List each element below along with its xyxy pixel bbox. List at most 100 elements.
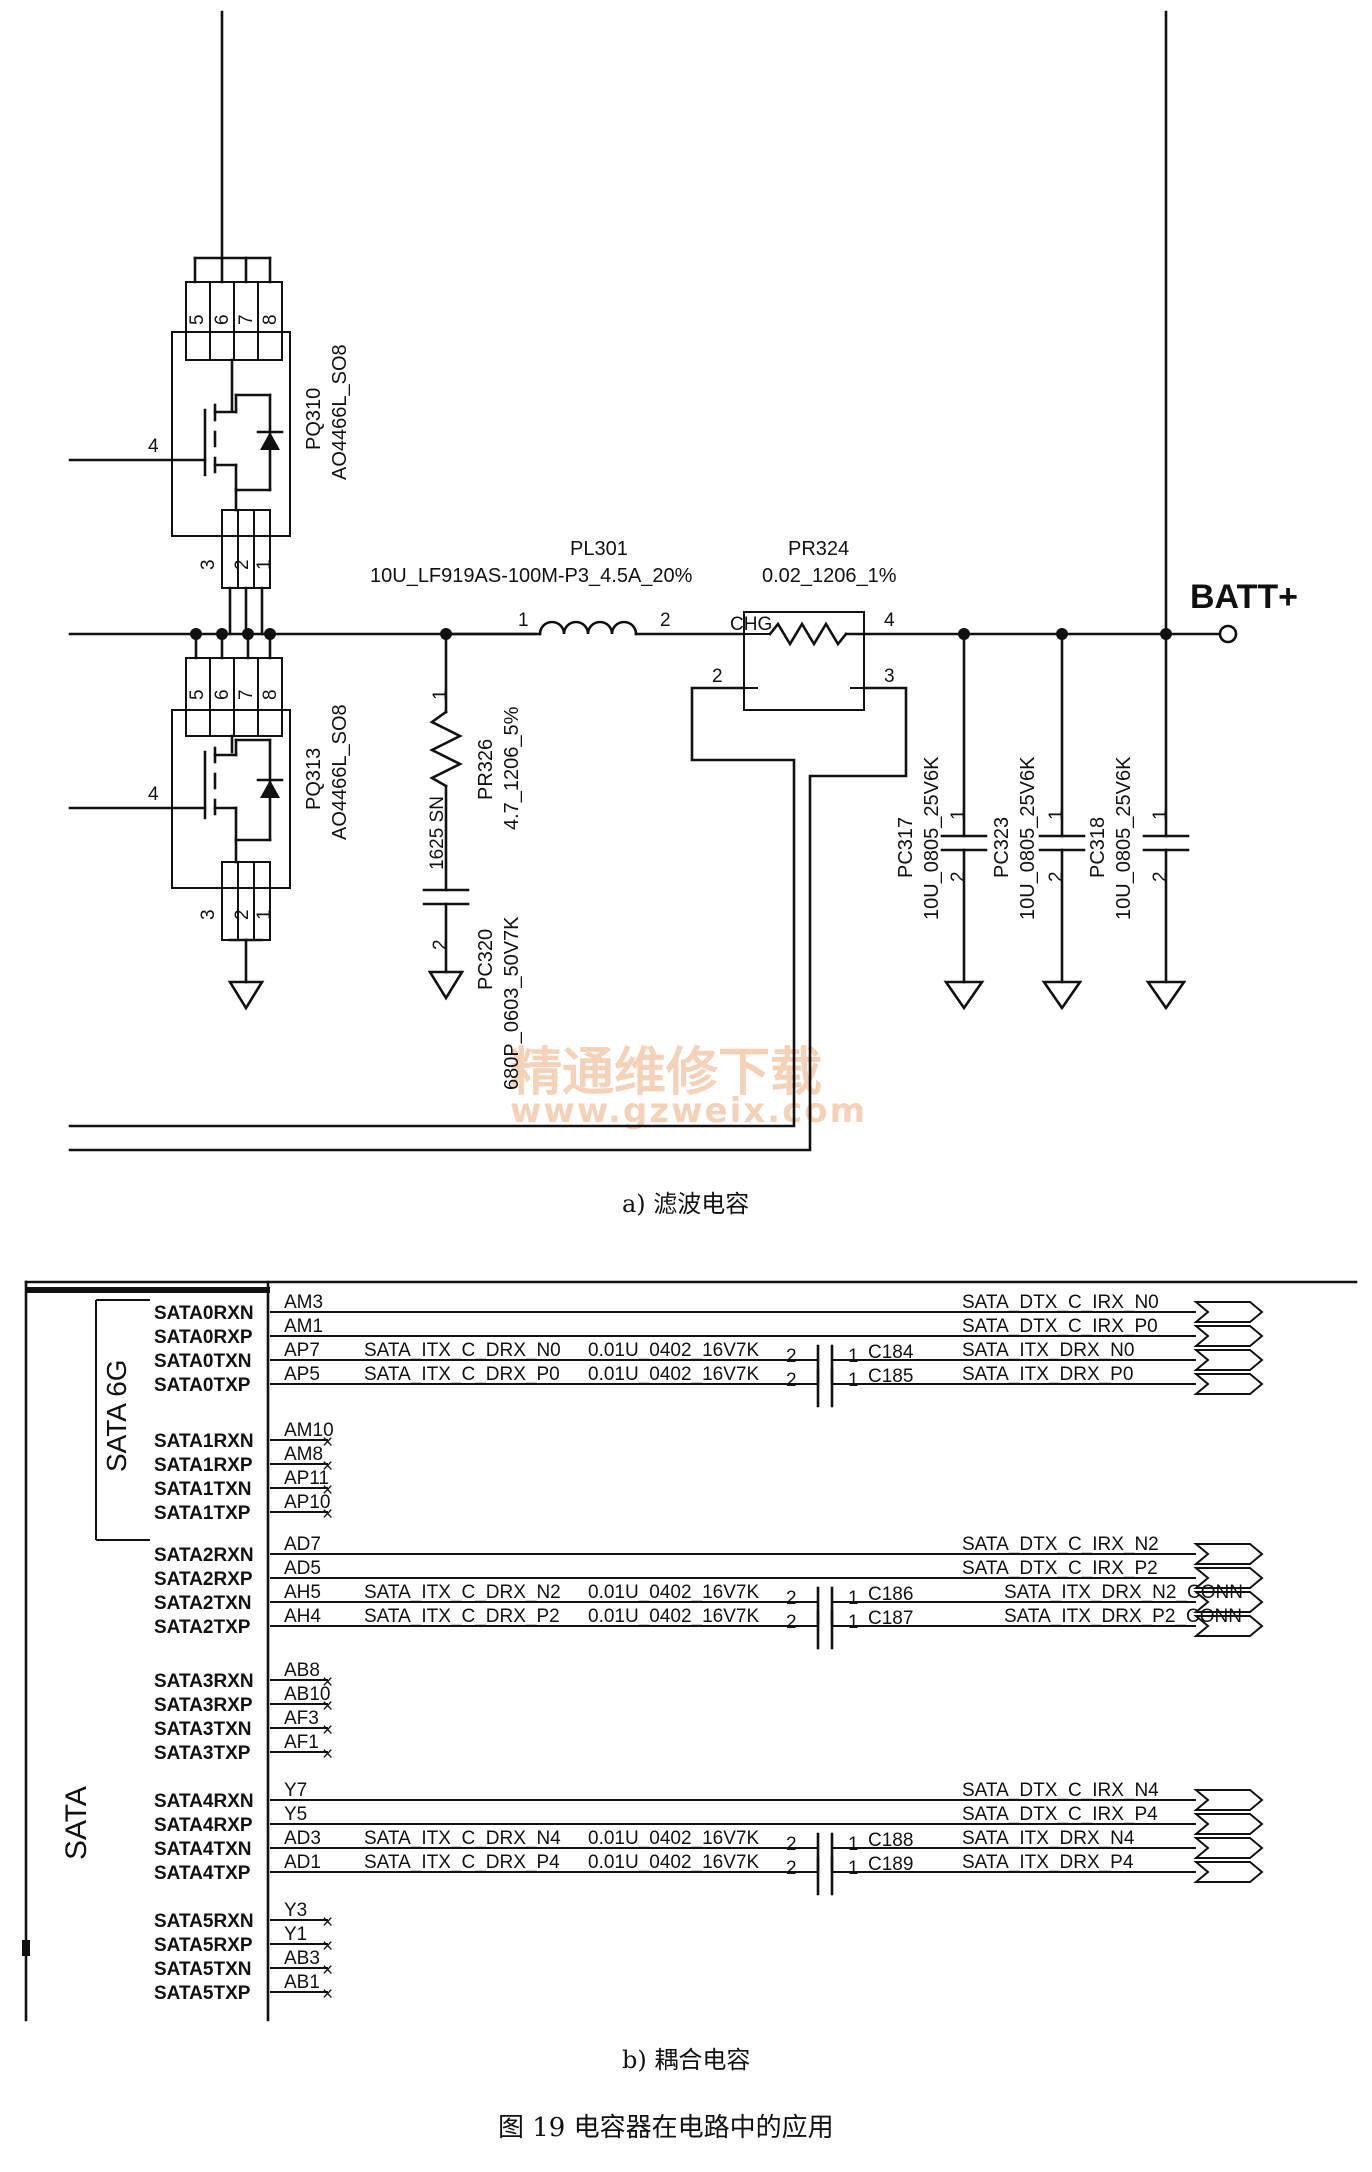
pc317-pin2: 2 bbox=[948, 871, 969, 882]
pin-name: SATA0TXN bbox=[154, 1351, 251, 1372]
pq313-pin6: 6 bbox=[212, 689, 233, 700]
pq310-pin6: 6 bbox=[212, 314, 233, 325]
no-connect-icon: × bbox=[322, 1480, 333, 1501]
pin-name: SATA1TXN bbox=[154, 1479, 251, 1500]
pq310-pin7: 7 bbox=[236, 314, 257, 325]
pc318-pin2: 2 bbox=[1150, 871, 1171, 882]
no-connect-icon: × bbox=[322, 1672, 333, 1693]
no-connect-icon: × bbox=[322, 1696, 333, 1717]
internal-net-label: SATA_ITX_C_DRX_P4 bbox=[364, 1852, 560, 1873]
cap-pin-left: 2 bbox=[786, 1858, 797, 1879]
offpage-connector-icon bbox=[1193, 1325, 1264, 1347]
pq313-mosfet: 5 6 7 8 4 3 2 1 bbox=[68, 632, 351, 1011]
ball-label: AD7 bbox=[284, 1534, 321, 1555]
cap-pin-left: 2 bbox=[786, 1370, 797, 1391]
pr326-pin1: 1 bbox=[430, 689, 451, 700]
pin-name: SATA3TXP bbox=[154, 1743, 251, 1764]
output-capacitors: 1 2 PC317 10U_0805_25V6K 1 2 PC323 10U_0… bbox=[895, 628, 1190, 1011]
cap-value: 0.01U_0402_16V7K bbox=[588, 1364, 759, 1385]
pin-name: SATA3RXN bbox=[154, 1671, 254, 1692]
pc317-pin1: 1 bbox=[948, 809, 969, 820]
net-label: SATA_ITX_DRX_P2_CONN bbox=[1004, 1606, 1242, 1627]
net-label: SATA_ITX_DRX_P4 bbox=[962, 1852, 1134, 1873]
no-connect-icon: × bbox=[322, 1432, 333, 1453]
pin-name: SATA4RXN bbox=[154, 1791, 254, 1812]
pl301-value: 10U_LF919AS-100M-P3_4.5A_20% bbox=[370, 565, 693, 587]
cap-ref: C184 bbox=[868, 1342, 914, 1363]
ball-label: AP7 bbox=[284, 1340, 320, 1361]
offpage-connector-icon bbox=[1193, 1591, 1264, 1613]
batt-label: BATT+ bbox=[1190, 578, 1298, 616]
internal-net-label: SATA_ITX_C_DRX_N2 bbox=[364, 1582, 561, 1603]
ball-label: AH5 bbox=[284, 1582, 321, 1603]
pin-name: SATA5RXN bbox=[154, 1911, 254, 1932]
pq313-ref: PQ313 bbox=[303, 748, 325, 810]
ball-label: AB3 bbox=[284, 1948, 320, 1969]
cap-pin-left: 2 bbox=[786, 1612, 797, 1633]
offpage-connector-icon bbox=[1193, 1813, 1264, 1835]
pl301-ref: PL301 bbox=[570, 538, 628, 560]
ball-label: Y3 bbox=[284, 1900, 307, 1921]
pr324-pin2: 2 bbox=[712, 666, 723, 687]
ball-label: AM3 bbox=[284, 1292, 323, 1313]
ball-label: AM8 bbox=[284, 1444, 323, 1465]
pc320-pin2: 2 bbox=[430, 939, 451, 950]
pq313-pin2: 2 bbox=[232, 909, 253, 920]
pl301-pin1: 1 bbox=[518, 610, 529, 631]
cap-value: 0.01U_0402_16V7K bbox=[588, 1606, 759, 1627]
cap-pin-left: 2 bbox=[786, 1588, 797, 1609]
watermark-url: www.gzweix.com bbox=[510, 1091, 867, 1131]
batt-terminal-icon bbox=[1218, 624, 1238, 644]
cap-pin-right: 1 bbox=[848, 1370, 859, 1391]
pr324-ref: PR324 bbox=[788, 538, 849, 560]
no-connect-icon: × bbox=[322, 1744, 333, 1765]
pin-name: SATA3TXN bbox=[154, 1719, 251, 1740]
pc320-ref: PC320 bbox=[475, 929, 497, 990]
ball-label: AP11 bbox=[284, 1468, 329, 1489]
ball-label: AB10 bbox=[284, 1684, 330, 1705]
ball-label: Y1 bbox=[284, 1924, 307, 1945]
snubber-net-label: 1625 SN bbox=[427, 796, 448, 870]
cap-value: 0.01U_0402_16V7K bbox=[588, 1582, 759, 1603]
pq313-pin5: 5 bbox=[187, 689, 208, 700]
ball-label: AB1 bbox=[284, 1972, 320, 1993]
pin-name: SATA4RXP bbox=[154, 1815, 253, 1836]
pq313-pin3: 3 bbox=[198, 909, 219, 920]
sata-6g-label: SATA 6G bbox=[101, 1359, 132, 1472]
pc317-value: 10U_0805_25V6K bbox=[921, 756, 943, 920]
cap-pin-right: 1 bbox=[848, 1858, 859, 1879]
pin-name: SATA1RXN bbox=[154, 1431, 254, 1452]
watermark-text: 精通维修下载 bbox=[510, 1043, 822, 1103]
net-label: SATA_DTX_C_IRX_N4 bbox=[962, 1780, 1159, 1801]
cap-pin-left: 2 bbox=[786, 1834, 797, 1855]
net-label: SATA_DTX_C_IRX_N0 bbox=[962, 1292, 1159, 1313]
pin-name: SATA2RXP bbox=[154, 1569, 253, 1590]
net-label: SATA_DTX_C_IRX_N2 bbox=[962, 1534, 1159, 1555]
pc323-value: 10U_0805_25V6K bbox=[1017, 756, 1039, 920]
pq313-pin7: 7 bbox=[236, 689, 257, 700]
no-connect-icon: × bbox=[322, 1456, 333, 1477]
offpage-connector-icon bbox=[1193, 1615, 1264, 1637]
cap-ref: C189 bbox=[868, 1854, 913, 1875]
pc323-pin2: 2 bbox=[1046, 871, 1067, 882]
pin-name: SATA1RXP bbox=[154, 1455, 253, 1476]
pin-name: SATA4TXP bbox=[154, 1863, 251, 1884]
net-label: SATA_ITX_DRX_N0 bbox=[962, 1340, 1134, 1361]
cap-ref: C188 bbox=[868, 1830, 913, 1851]
net-label: SATA_DTX_C_IRX_P4 bbox=[962, 1804, 1158, 1825]
ball-label: Y5 bbox=[284, 1804, 307, 1825]
cap-pin-right: 1 bbox=[848, 1612, 859, 1633]
pc323-pin1: 1 bbox=[1046, 809, 1067, 820]
pq310-mosfet: 5 6 7 8 4 3 2 bbox=[68, 256, 351, 636]
cap-pin-right: 1 bbox=[848, 1834, 859, 1855]
ball-label: AD1 bbox=[284, 1852, 321, 1873]
pr326-ref: PR326 bbox=[475, 739, 497, 800]
pin-name: SATA1TXP bbox=[154, 1503, 251, 1524]
pin-name: SATA2RXN bbox=[154, 1545, 254, 1566]
cap-ref: C186 bbox=[868, 1584, 913, 1605]
offpage-connector-icon bbox=[1193, 1301, 1264, 1323]
internal-net-label: SATA_ITX_C_DRX_N4 bbox=[364, 1828, 561, 1849]
net-label: SATA_ITX_DRX_N4 bbox=[962, 1828, 1135, 1849]
